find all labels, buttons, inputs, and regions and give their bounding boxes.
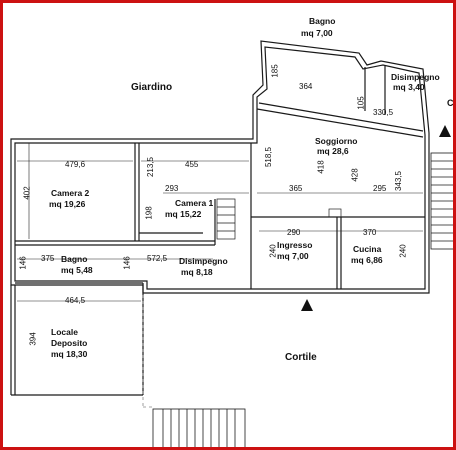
stairs-right (430, 152, 453, 250)
stairs-bottom (152, 408, 246, 447)
room-bagno-top-area: mq 7,00 (301, 28, 333, 38)
inner-stair-outline (216, 198, 236, 240)
dim-365: 365 (289, 184, 303, 193)
dim-418: 418 (316, 160, 326, 174)
dim-518-5: 518,5 (264, 146, 274, 168)
dim-293: 293 (165, 184, 179, 193)
dim-402: 402 (22, 186, 32, 200)
dim-370: 370 (363, 228, 377, 237)
room-cucina-name: Cucina (353, 244, 382, 254)
dim-464-5: 464,5 (65, 296, 86, 305)
dim-240-b: 240 (398, 244, 408, 258)
area-label-courtyard: Cortile (285, 352, 317, 363)
room-bagno-top-name: Bagno (309, 16, 336, 26)
dim-240-a: 240 (268, 244, 278, 258)
room-camera1-name: Camera 1 (175, 198, 214, 208)
room-bagno-area: mq 5,48 (61, 265, 93, 275)
dim-146-b: 146 (122, 256, 132, 270)
stairs-bottom-outline (152, 408, 246, 447)
room-disimpegno-area: mq 8,18 (181, 267, 213, 277)
room-ingresso-name: Ingresso (277, 240, 313, 250)
entrance-marker-bottom (301, 299, 313, 311)
room-disimpegno-name: Disimpegno (179, 256, 228, 266)
dim-394: 394 (28, 332, 38, 346)
dim-198: 198 (144, 206, 154, 220)
room-ingresso-area: mq 7,00 (277, 251, 309, 261)
room-cucina-area: mq 6,86 (351, 255, 383, 265)
room-camera1-area: mq 15,22 (165, 209, 202, 219)
wall (256, 108, 424, 138)
room-locale-area: mq 18,30 (51, 349, 88, 359)
room-locale-name2: Deposito (51, 338, 88, 348)
fixture (328, 208, 342, 218)
dim-330-5: 330,5 (373, 108, 394, 117)
dim-343-5: 343,5 (394, 170, 404, 192)
wall (258, 102, 424, 132)
room-soggiorno-name: Soggiorno (315, 136, 358, 146)
dimension-lines (17, 143, 423, 302)
dim-572-5: 572,5 (147, 254, 168, 263)
room-locale-name: Locale (51, 327, 78, 337)
room-disimpegno-top-area: mq 3,40 (393, 82, 425, 92)
dim-428: 428 (350, 168, 360, 182)
dim-146-a: 146 (18, 256, 28, 270)
dim-295: 295 (373, 184, 387, 193)
dim-479-6: 479,6 (65, 160, 86, 169)
dim-290: 290 (287, 228, 301, 237)
room-camera2-name: Camera 2 (51, 188, 90, 198)
dim-105: 105 (356, 96, 366, 110)
inner-wall (14, 46, 426, 290)
room-soggiorno-area: mq 28,6 (317, 146, 349, 156)
room-camera2-area: mq 19,26 (49, 199, 86, 209)
inner-stair (216, 198, 236, 240)
dim-185: 185 (270, 64, 280, 78)
dim-455: 455 (185, 160, 199, 169)
dim-364: 364 (299, 82, 313, 91)
dim-213-5: 213,5 (146, 156, 156, 178)
area-label-garden: Giardino (131, 82, 173, 93)
room-disimpegno-top-name: Disimpegno (391, 72, 440, 82)
floor-plan-drawing (10, 40, 453, 447)
dim-375: 375 (41, 254, 55, 263)
room-bagno-name: Bagno (61, 254, 88, 264)
entrance-marker-right (439, 125, 451, 137)
courtyard-boundary (142, 295, 153, 408)
edge-label: C (447, 98, 454, 108)
